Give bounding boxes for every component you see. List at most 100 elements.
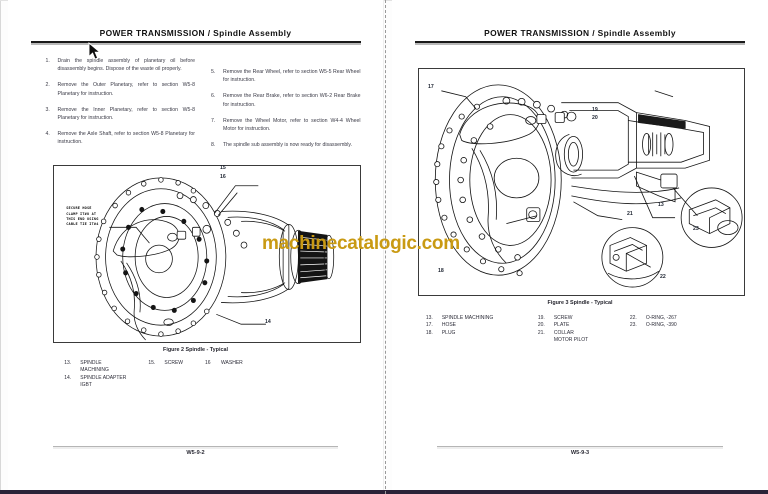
legend-index: 22. [629,315,637,321]
instruction-step: 3. Remove the Inner Planetary, refer to … [46,106,196,123]
callout-14: 14 [265,319,271,325]
step-text: The spindle sub assembly is now ready fo… [223,142,353,149]
figure-3-frame [418,68,746,296]
step-number: 5. [211,69,216,75]
legend-label: COLLAR MOTOR PILOT [553,329,589,343]
left-instruction-block: 1. Drain the spindle assembly of planeta… [46,57,361,157]
legend-entry: 15. SCREW [148,360,183,367]
legend-entry: 17. HOSE [426,322,518,329]
right-page-number: W5-9-3 [570,450,590,456]
legend-entry: 18. PLUG [426,330,518,337]
callout-15: 15 [220,165,226,171]
legend-entry: 20. PLATE [538,322,610,329]
legend-entry: 22. O-RING, -267 [630,315,677,322]
legend-entry: 16 WASHER [205,360,243,367]
legend-label: HOSE [441,322,456,329]
spindle-housing-line-drawing [433,84,743,288]
legend-entry: 13. SPINDLE MACHINING [64,360,126,375]
legend-label: PLUG [441,329,456,336]
step-text: Remove the Rear Wheel, refer to section … [223,69,361,84]
legend-label: SPINDLE MACHINING [80,360,109,374]
left-footer-rule [53,446,338,447]
legend-label: SPINDLE ADAPTER IGBT [80,374,127,388]
legend-label: SPINDLE MACHINING [441,315,494,321]
instruction-column-one: 1. Drain the spindle assembly of planeta… [46,57,196,157]
instruction-step: 8. The spindle sub assembly is now ready… [211,141,361,149]
legend-entry: 21. COLLAR MOTOR PILOT [538,330,610,345]
left-page-header: POWER TRANSMISSION / Spindle Assembly [30,28,361,43]
legend-index: 16 [205,360,211,366]
legend-index: 15. [148,360,156,366]
callout-23: 23 [693,226,699,232]
callout-16: 16 [220,174,226,180]
step-number: 3. [45,106,50,113]
figure-3-parts-legend: 13. SPINDLE MACHINING 17. HOSE 18. PLUG … [426,315,677,344]
page-right[interactable]: POWER TRANSMISSION / Spindle Assembly [392,0,768,494]
legend-column: 19. SCREW 20. PLATE 21. COLLAR MOTOR PIL… [538,315,610,344]
legend-index: 23. [629,322,637,329]
legend-label: SCREW [553,315,573,321]
legend-label: O-RING, -267 [645,315,677,321]
page-left[interactable]: POWER TRANSMISSION / Spindle Assembly 1.… [8,0,384,494]
step-text: Remove the Rear Brake, refer to section … [223,93,361,108]
callout-21: 21 [627,211,633,217]
instruction-column-two: 5. Remove the Rear Wheel, refer to secti… [211,57,361,157]
legend-index: 14. [64,374,72,381]
instruction-step: 1. Drain the spindle assembly of planeta… [46,57,196,74]
right-page-footer: W5-9-3 [437,446,723,456]
callout-17: 17 [428,84,434,90]
instruction-step: 5. Remove the Rear Wheel, refer to secti… [211,68,361,85]
legend-label: WASHER [221,360,243,366]
legend-index: 19. [537,315,545,321]
instruction-step: 7. Remove the Wheel Motor, refer to sect… [211,117,361,134]
legend-index: 13. [425,315,433,321]
callout-13: 13 [658,202,664,208]
spread-left-edge [0,0,1,494]
step-text: Remove the Inner Planetary, refer to sec… [57,106,196,122]
legend-entry: 13. SPINDLE MACHINING [426,315,518,322]
legend-index: 20. [537,322,545,329]
right-header-rule [414,41,746,43]
legend-column: 16 WASHER [205,360,243,389]
step-text: Remove the Wheel Motor, refer to section… [223,117,361,133]
step-number: 8. [211,142,216,149]
callout-19: 19 [592,107,598,113]
step-number: 7. [211,117,216,124]
legend-index: 17. [425,322,433,329]
callout-20: 20 [592,115,598,121]
legend-entry: 23. O-RING, -390 [630,322,677,329]
legend-column: 13. SPINDLE MACHINING 17. HOSE 18. PLUG [426,315,518,344]
left-header-rule [30,41,361,43]
legend-entry: 14. SPINDLE ADAPTER IGBT [64,375,126,390]
right-page-title: POWER TRANSMISSION / Spindle Assembly [484,28,676,38]
spindle-assembly-line-drawing [94,177,335,341]
page-divider [385,0,386,494]
step-text: Drain the spindle assembly of planetary … [57,58,196,73]
legend-column: 13. SPINDLE MACHINING 14. SPINDLE ADAPTE… [64,360,126,389]
step-text: Remove the Axle Shaft, refer to section … [57,131,196,146]
callout-18: 18 [438,268,444,274]
step-number: 6. [211,93,216,100]
legend-entry: 19. SCREW [538,315,610,322]
step-text: Remove the Outer Planetary, refer to sec… [57,82,196,97]
legend-label: O-RING, -390 [645,322,677,329]
step-number: 1. [45,58,50,64]
legend-index: 18. [425,329,433,336]
figure-3-caption: Figure 3 Spindle - Typical [547,300,613,306]
instruction-step: 6. Remove the Rear Brake, refer to secti… [211,92,361,109]
spread-top-edge [0,0,768,1]
figure-2-frame: SECURE HOSE CLAMP IT#8 AT THIS END USING… [53,165,361,343]
legend-label: PLATE [553,322,570,329]
instruction-step: 4. Remove the Axle Shaft, refer to secti… [46,130,196,147]
legend-column: 15. SCREW [148,360,183,389]
figure-2-parts-legend: 13. SPINDLE MACHINING 14. SPINDLE ADAPTE… [64,360,243,389]
viewer-bottom-band [0,490,768,494]
callout-22: 22 [660,274,666,280]
left-page-number: W5-9-2 [186,450,205,456]
mouse-cursor-icon [88,42,101,60]
right-footer-rule [437,446,723,447]
step-number: 4. [45,131,50,138]
left-page-title: POWER TRANSMISSION / Spindle Assembly [99,28,292,38]
left-page-footer: W5-9-2 [53,446,338,456]
